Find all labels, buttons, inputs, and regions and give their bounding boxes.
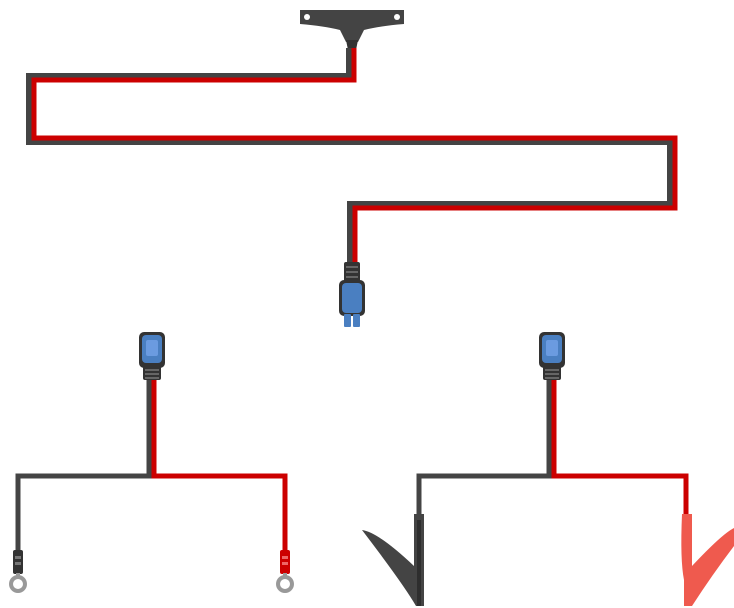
alligator-clamp-icon: [681, 514, 734, 606]
blue-plug-connector-icon: [339, 262, 365, 327]
ring-lead-positive-wire: [151, 380, 288, 560]
ring-terminal-icon: [276, 550, 294, 593]
extension-cable: [26, 48, 678, 268]
extension-negative-wire: [26, 48, 673, 268]
alligator-clamp-icon: [362, 514, 424, 606]
clamp-lead-positive-wire: [551, 380, 689, 520]
ring-lead-negative-wire: [15, 380, 152, 560]
blue-plug-connector-icon: [539, 332, 565, 380]
blue-plug-connector-icon: [139, 332, 165, 380]
clamp-lead-negative-wire: [416, 380, 552, 520]
charger-mount-icon: [300, 10, 404, 50]
extension-positive-wire: [31, 48, 678, 268]
ring-terminal-lead: [9, 332, 294, 593]
ring-terminal-icon: [9, 550, 27, 593]
clamp-lead: [362, 332, 734, 606]
